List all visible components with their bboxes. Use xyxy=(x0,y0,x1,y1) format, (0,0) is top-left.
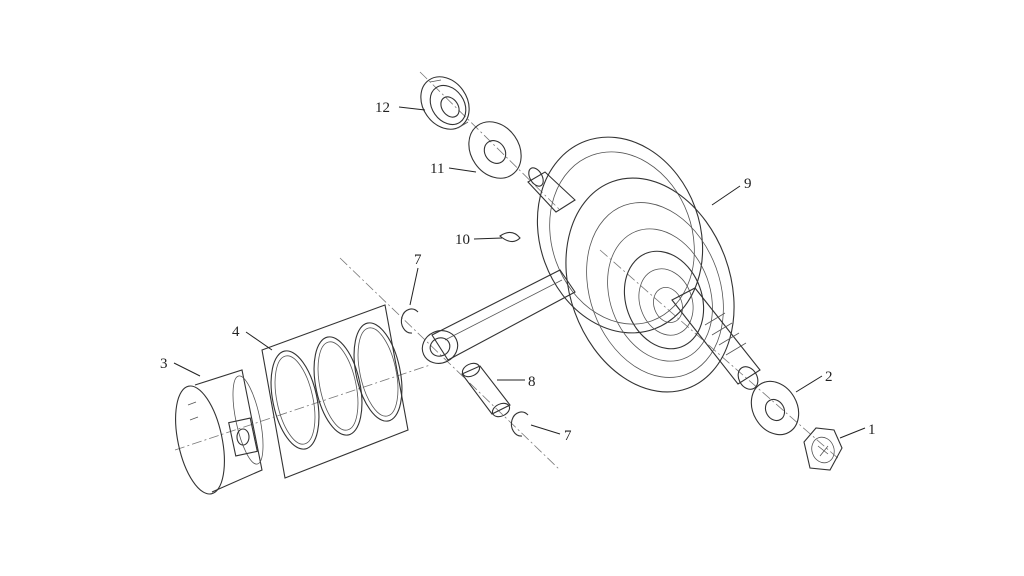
part-piston-pin xyxy=(461,362,511,418)
part-washer-lower xyxy=(750,380,800,436)
callout-12: 12 xyxy=(375,100,390,116)
callout-7a: 7 xyxy=(414,252,422,268)
leader-lines xyxy=(173,106,866,439)
callout-9: 9 xyxy=(744,176,752,192)
callout-10: 10 xyxy=(455,232,470,248)
part-clip-upper xyxy=(400,308,419,334)
part-clip-lower xyxy=(510,411,529,437)
callout-7b: 7 xyxy=(564,428,572,444)
callout-3: 3 xyxy=(160,356,168,372)
callout-labels: 1 2 3 4 7 7 8 9 10 11 12 xyxy=(160,100,876,444)
part-piston xyxy=(175,369,264,495)
part-washer-upper xyxy=(468,121,522,179)
callout-8: 8 xyxy=(528,374,536,390)
callout-4: 4 xyxy=(232,324,240,340)
part-crankshaft xyxy=(421,136,761,393)
part-nut xyxy=(803,427,843,471)
part-piston-rings xyxy=(261,304,409,479)
part-key xyxy=(499,231,521,243)
part-seal xyxy=(420,76,470,130)
callout-11: 11 xyxy=(430,161,444,177)
callout-1: 1 xyxy=(868,422,876,438)
callout-2: 2 xyxy=(825,369,833,385)
